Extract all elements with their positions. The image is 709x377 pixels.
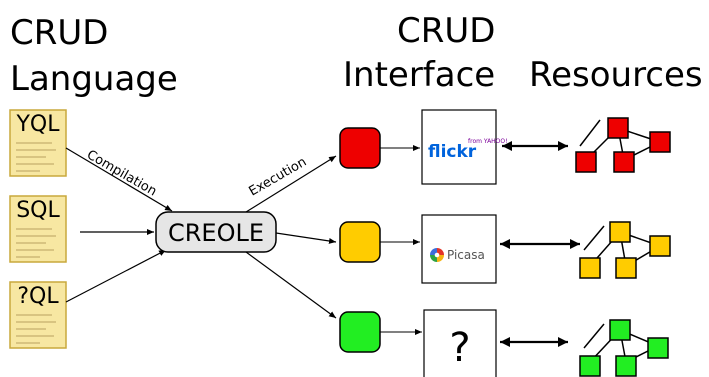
yellow-resource-graph	[579, 221, 671, 279]
crud-interface-heading-line2: Interface	[343, 55, 496, 95]
red-resource-node	[649, 131, 671, 153]
picasa-pinwheel-icon	[430, 248, 444, 262]
resources-heading: Resources	[529, 55, 703, 95]
unknown-interface-label: ?	[449, 325, 470, 371]
crud-language-heading-line1: CRUD	[10, 13, 109, 53]
compilation-label: Compilation	[84, 147, 159, 199]
flickr-interface: flickr from YAHOO!	[421, 109, 508, 185]
unknown-ql-document: ?QL	[9, 281, 67, 349]
flickr-logo: flickr	[428, 142, 477, 162]
unknown-interface: ?	[423, 309, 497, 377]
yellow-resource-node	[579, 257, 601, 279]
green-resource-node	[647, 337, 669, 359]
yellow-connector	[339, 221, 381, 263]
creole-to-red-connector-arrow	[245, 155, 337, 213]
red-resource-graph	[575, 117, 671, 173]
green-resource-node	[615, 355, 637, 377]
red-connector	[339, 127, 381, 169]
sql-document: SQL	[9, 195, 67, 263]
creole-label: CREOLE	[168, 219, 264, 247]
unknown-ql-label: ?QL	[17, 284, 59, 309]
creole-to-green-connector-arrow	[245, 251, 337, 319]
picasa-logo: Picasa	[447, 248, 485, 262]
red-resource-node	[575, 151, 597, 173]
crud-interface-heading-line1: CRUD	[397, 11, 496, 51]
sql-label: SQL	[16, 198, 60, 223]
yellow-resource-node	[609, 221, 631, 243]
yql-label: YQL	[15, 112, 60, 137]
unknown-ql-to-creole-arrow	[65, 249, 167, 303]
crud-language-heading-line2: Language	[10, 59, 178, 99]
green-resource-node	[609, 319, 631, 341]
creole-box: CREOLE	[155, 211, 277, 253]
flickr-interface-box	[421, 109, 497, 185]
picasa-interface: Picasa	[421, 214, 497, 284]
creole-to-yellow-connector-arrow	[275, 232, 337, 244]
green-resource-node	[579, 355, 601, 377]
red-resource-node	[607, 117, 629, 139]
green-resource-graph	[579, 319, 669, 377]
red-resource-node	[613, 151, 635, 173]
yql-document: YQL	[9, 109, 67, 177]
yql-to-creole-arrow	[65, 147, 173, 212]
unknown-interface-box	[423, 309, 497, 377]
yellow-resource-node	[649, 235, 671, 257]
green-connector	[339, 311, 381, 353]
creole-box-shape	[155, 211, 277, 253]
flickr-sub-logo: from YAHOO!	[468, 138, 508, 145]
yellow-resource-node	[615, 257, 637, 279]
